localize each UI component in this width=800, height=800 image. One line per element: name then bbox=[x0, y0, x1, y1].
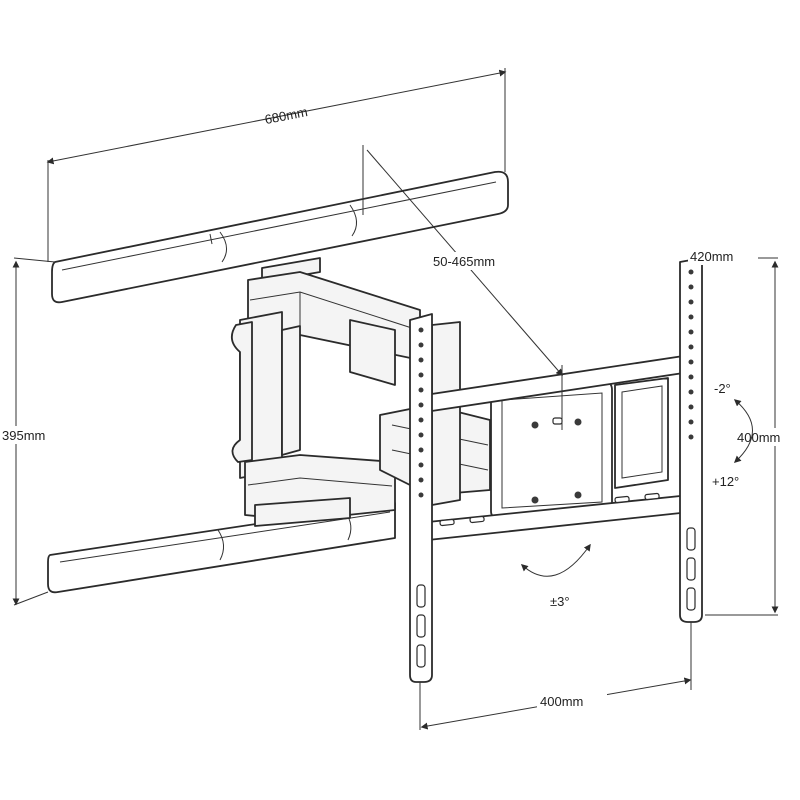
tilt-up-label: -2° bbox=[714, 381, 731, 396]
wall-plate-top-bar bbox=[51, 170, 509, 304]
vesa-plate bbox=[490, 381, 613, 519]
horizontal-rails bbox=[424, 354, 691, 541]
vesa-width-label: 400mm bbox=[540, 694, 583, 709]
rotation-label: ±3° bbox=[550, 594, 570, 609]
left-upright bbox=[409, 313, 433, 683]
vesa-height-label: 400mm bbox=[737, 430, 780, 445]
wall-plate-width-label: 680mm bbox=[263, 104, 308, 127]
tilt-down-label: +12° bbox=[712, 474, 739, 489]
swing-arm-assembly bbox=[230, 257, 491, 527]
right-upright bbox=[679, 257, 703, 623]
dimension-vesa-width: 400mm bbox=[419, 622, 692, 730]
wall-plate-height-label: 395mm bbox=[2, 428, 45, 443]
rotation-indicator: ±3° bbox=[520, 543, 591, 609]
bracket-height-label: 420mm bbox=[690, 249, 733, 264]
dimension-vesa-height: 420mm 400mm bbox=[688, 247, 800, 616]
tilt-indicator: -2° +12° bbox=[712, 381, 753, 489]
dimension-wall-plate-height: 395mm bbox=[0, 257, 68, 606]
left-upright-holes bbox=[416, 327, 426, 668]
right-upright-holes bbox=[686, 269, 696, 611]
dimension-extension: 50-465mm bbox=[362, 145, 563, 430]
extension-label: 50-465mm bbox=[433, 254, 495, 269]
